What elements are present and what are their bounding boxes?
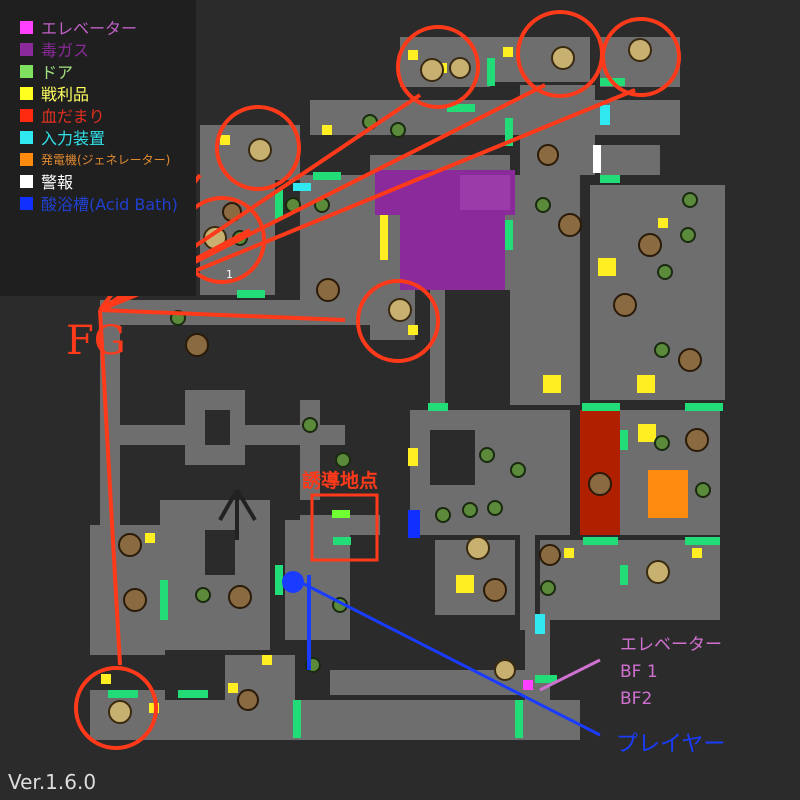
legend-item-input-device: 入力装置 — [0, 126, 196, 148]
generator — [648, 470, 688, 518]
legend-item-blood-pool: 血だまり — [0, 104, 196, 126]
floor-bf1: BF 1 — [620, 662, 658, 682]
map-holes — [205, 410, 475, 575]
room-number: 1 — [226, 268, 233, 281]
legend-item-loot: 戦利品 — [0, 82, 196, 104]
alarm — [593, 145, 601, 173]
elevator — [523, 680, 533, 690]
legend: エレベーター 毒ガス ドア 戦利品 血だまり 入力装置 発電機(ジェネレーター)… — [0, 0, 196, 296]
elevator-annotation: エレベーター BF 1 BF2 — [620, 632, 722, 713]
elevator-label: エレベーター — [620, 635, 722, 655]
fg-label: FG — [66, 318, 126, 364]
version-label: Ver.1.6.0 — [8, 770, 97, 794]
gas-zones — [375, 170, 515, 290]
legend-item-generator: 発電機(ジェネレーター) — [0, 148, 196, 170]
legend-item-poison-gas: 毒ガス — [0, 38, 196, 60]
player-route — [282, 493, 601, 737]
floor-bf2: BF2 — [620, 689, 653, 709]
lure-point-label: 誘導地点 — [302, 470, 379, 492]
player-label: プレイヤー — [616, 732, 726, 757]
legend-item-acid-bath: 酸浴槽(Acid Bath) — [0, 192, 196, 214]
turret — [218, 488, 257, 540]
input-devices — [293, 105, 610, 634]
legend-item-elevator: エレベーター — [0, 16, 196, 38]
acid-bath — [408, 510, 420, 538]
legend-item-door: ドア — [0, 60, 196, 82]
legend-item-alarm: 警報 — [0, 170, 196, 192]
lure-point-box — [310, 493, 379, 562]
player-marker — [282, 571, 304, 593]
enemies — [108, 38, 711, 724]
